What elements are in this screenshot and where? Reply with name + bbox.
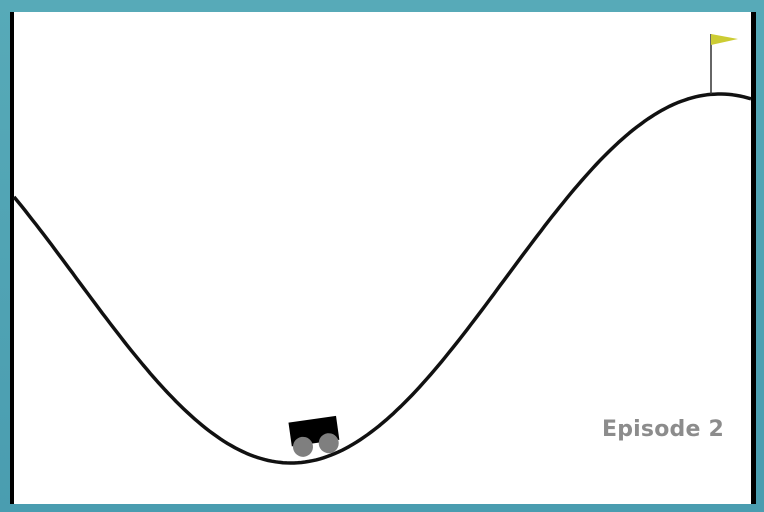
right-boundary: [751, 12, 756, 504]
game-canvas: Episode 2: [10, 12, 756, 504]
left-boundary: [10, 12, 14, 504]
mountain-scene: [10, 12, 756, 504]
cart-rear-wheel: [292, 436, 313, 457]
cart: [288, 415, 340, 457]
episode-label: Episode 2: [602, 417, 724, 442]
goal-flag: [710, 34, 738, 94]
mountain-track: [12, 92, 752, 465]
flag-icon: [711, 34, 738, 45]
cart-front-wheel: [318, 433, 339, 454]
